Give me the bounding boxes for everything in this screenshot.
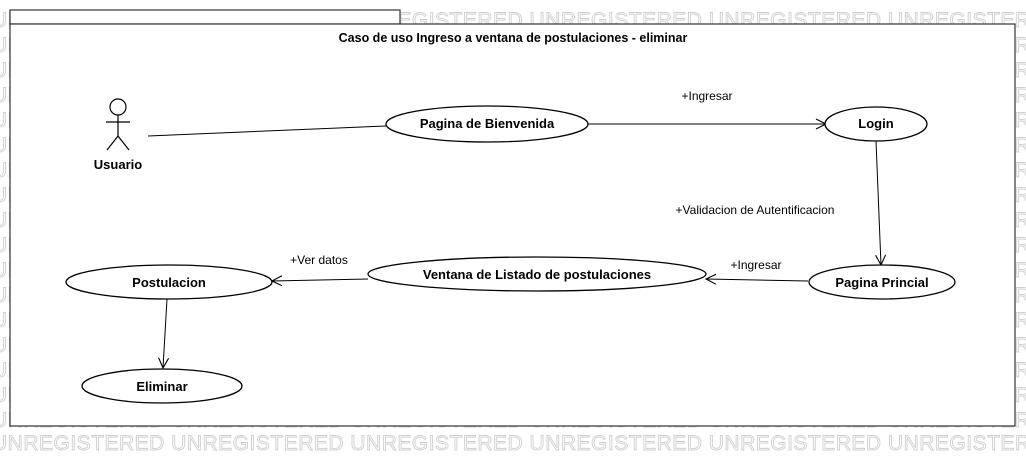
- use-case-postulacion[interactable]: Postulacion: [65, 264, 273, 300]
- edge-actor-bienvenida: [147, 125, 387, 137]
- actor-usuario[interactable]: Usuario: [94, 98, 142, 172]
- actor-right-leg: [117, 135, 130, 151]
- edge-login-principal: [876, 140, 881, 265]
- diagram-title: Caso de uso Ingreso a ventana de postula…: [339, 31, 688, 45]
- use-case-label: Pagina de Bienvenida: [420, 116, 555, 131]
- edge-label-listado-postulacion: +Ver datos: [290, 253, 348, 267]
- use-case-login[interactable]: Login: [824, 106, 928, 142]
- use-case-label: Ventana de Listado de postulaciones: [423, 267, 651, 282]
- actor-head: [109, 98, 127, 116]
- edge-postulacion-eliminar: [163, 298, 167, 368]
- frame-tab: [9, 9, 401, 25]
- actor-left-leg: [106, 135, 119, 151]
- watermark-row: UNREGISTERED UNREGISTERED UNREGISTERED U…: [0, 432, 1026, 455]
- edge-principal-listado: [706, 279, 809, 281]
- use-case-label: Login: [858, 116, 893, 131]
- use-case-bienvenida[interactable]: Pagina de Bienvenida: [385, 105, 589, 143]
- use-case-eliminar[interactable]: Eliminar: [81, 368, 243, 404]
- edge-label-bienvenida-login: +Ingresar: [681, 89, 732, 103]
- use-case-label: Eliminar: [136, 379, 187, 394]
- edge-listado-postulacion: [272, 279, 369, 281]
- diagram-frame: [9, 23, 1016, 427]
- edge-label-principal-listado: +Ingresar: [730, 258, 781, 272]
- actor-label: Usuario: [94, 157, 142, 172]
- use-case-listado[interactable]: Ventana de Listado de postulaciones: [367, 256, 707, 292]
- edge-label-login-principal: +Validacion de Autentificacion: [676, 203, 835, 217]
- use-case-label: Postulacion: [132, 275, 206, 290]
- use-case-principal[interactable]: Pagina Princial: [808, 264, 956, 300]
- use-case-label: Pagina Princial: [835, 275, 928, 290]
